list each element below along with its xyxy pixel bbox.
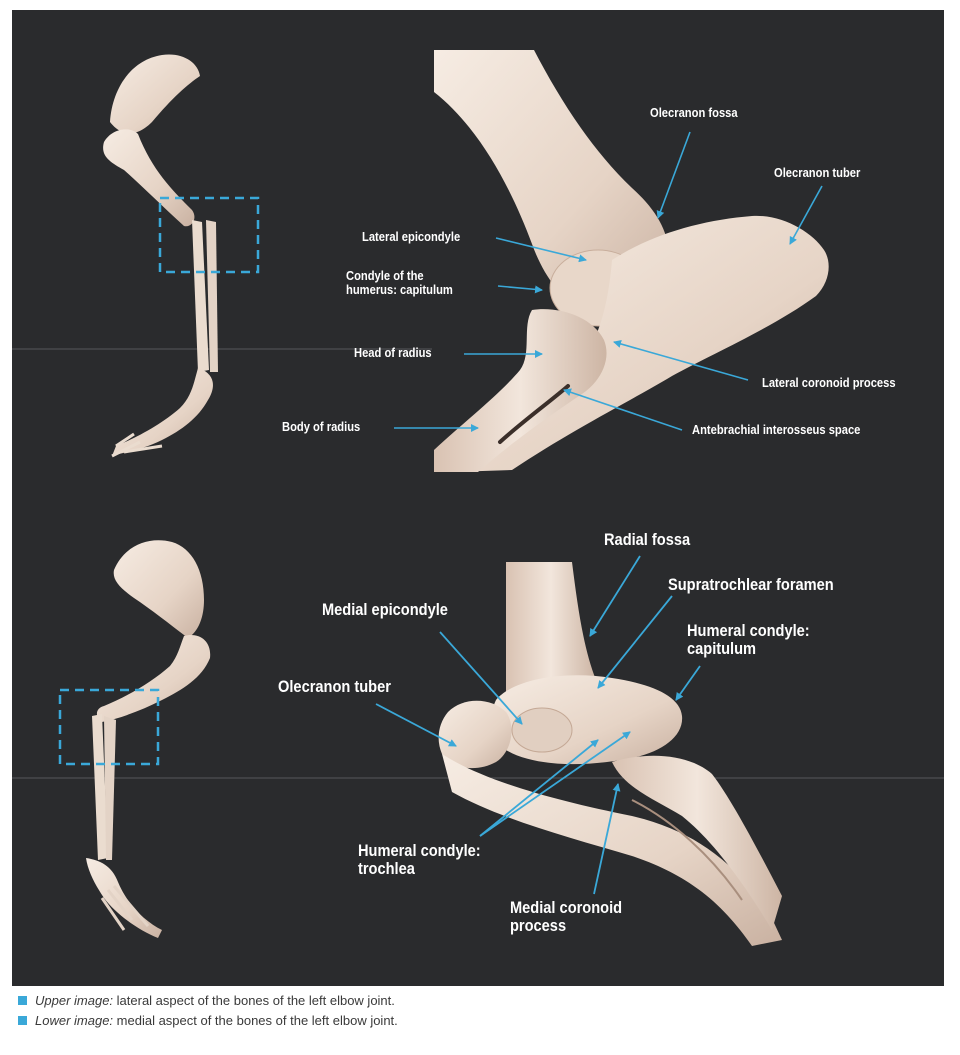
lower-limb-skeleton — [58, 540, 211, 938]
upper-zoom-frame — [158, 196, 260, 274]
label-body-of-radius: Body of radius — [282, 419, 361, 434]
label-medial-coronoid-line1: Medial coronoid — [510, 898, 623, 917]
caption-bullet-icon — [18, 995, 27, 1005]
label-medial-coronoid-line2: process — [510, 915, 567, 935]
label-olecranon-fossa: Olecranon fossa — [650, 105, 738, 120]
upper-leader-arrows — [394, 131, 823, 432]
label-capitulum-line2: capitulum — [687, 638, 757, 658]
label-head-of-radius: Head of radius — [354, 345, 432, 360]
caption-lower: Lower image: medial aspect of the bones … — [18, 1010, 398, 1030]
label-condyle-of-humerus: Condyle of the humerus: capitulum — [346, 269, 453, 296]
upper-closeup-bones — [432, 50, 944, 472]
plate-illustration — [12, 50, 944, 946]
caption-lower-text: medial aspect of the bones of the left e… — [113, 1012, 398, 1028]
label-humeral-condyle-trochlea: Humeral condyle: trochlea — [358, 842, 481, 878]
label-capitulum-line1: Humeral condyle: — [687, 621, 810, 640]
label-lateral-coronoid-process: Lateral coronoid process — [762, 375, 896, 390]
label-condyle-line2: humerus: capitulum — [346, 281, 453, 297]
lower-closeup-bones — [438, 562, 782, 946]
figure-caption: Upper image: lateral aspect of the bones… — [18, 990, 398, 1030]
lower-leader-arrows — [375, 555, 701, 895]
label-medial-epicondyle: Medial epicondyle — [322, 600, 448, 619]
upper-limb-skeleton — [103, 54, 260, 458]
label-antebrachial-interosseus-space: Antebrachial interosseus space — [692, 422, 861, 437]
anatomy-plate: Olecranon fossa Olecranon tuber Lateral … — [12, 10, 944, 986]
label-radial-fossa: Radial fossa — [604, 530, 691, 549]
label-trochlea-line2: trochlea — [358, 858, 415, 878]
label-condyle-line1: Condyle of the — [346, 268, 424, 283]
caption-upper-text: lateral aspect of the bones of the left … — [113, 992, 395, 1008]
caption-lower-prefix: Lower image: — [35, 1012, 114, 1028]
label-trochlea-line1: Humeral condyle: — [358, 841, 481, 860]
label-supratrochlear-foramen: Supratrochlear foramen — [668, 575, 834, 594]
caption-bullet-icon — [18, 1015, 27, 1025]
label-medial-coronoid-process: Medial coronoid process — [510, 899, 622, 935]
lower-zoom-frame — [58, 688, 160, 766]
caption-upper-prefix: Upper image: — [35, 992, 114, 1008]
label-olecranon-tuber-lower: Olecranon tuber — [278, 677, 391, 696]
caption-upper: Upper image: lateral aspect of the bones… — [18, 990, 398, 1010]
label-lateral-epicondyle: Lateral epicondyle — [362, 229, 461, 244]
label-humeral-condyle-capitulum: Humeral condyle: capitulum — [687, 622, 810, 658]
label-olecranon-tuber-upper: Olecranon tuber — [774, 165, 861, 180]
